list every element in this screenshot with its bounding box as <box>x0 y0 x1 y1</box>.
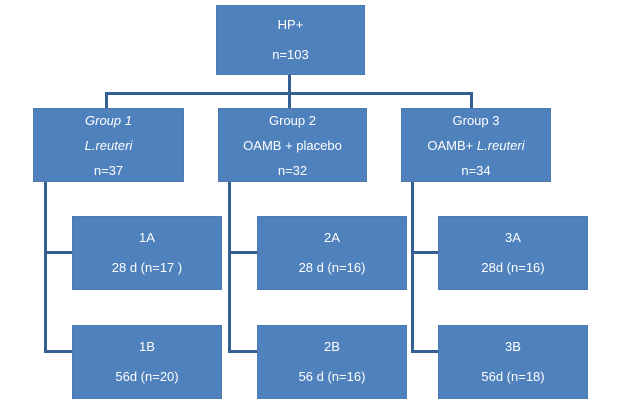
group-3-name: Group 3 <box>452 112 500 128</box>
subgroup-2a-detail: 28 d (n=16) <box>298 260 366 275</box>
node-group-3: Group 3 OAMB+ L.reuteri n=34 <box>401 108 551 182</box>
connector-root-stub <box>288 75 291 94</box>
group-1-treatment: L.reuteri <box>85 133 133 158</box>
connector-group2-to-2a <box>228 251 257 254</box>
node-subgroup-1b: 1B 56d (n=20) <box>72 325 222 399</box>
node-subgroup-3b: 3B 56d (n=18) <box>438 325 588 399</box>
subgroup-3b-detail: 56d (n=18) <box>481 369 545 384</box>
connector-group1-to-1b <box>44 350 72 353</box>
node-subgroup-1a: 1A 28 d (n=17 ) <box>72 216 222 290</box>
connector-group3-to-3b <box>411 350 438 353</box>
connector-drop-group-2 <box>288 92 291 108</box>
node-subgroup-2a: 2A 28 d (n=16) <box>257 216 407 290</box>
group-2-treatment: OAMB + placebo <box>243 133 342 158</box>
group-1-name: Group 1 <box>85 112 132 128</box>
group-3-treatment: OAMB+ L.reuteri <box>427 133 524 158</box>
node-hp-title: HP+ <box>277 17 304 32</box>
connector-group3-vertical <box>411 182 414 353</box>
node-hp-n: n=103 <box>272 47 309 62</box>
group-3-treatment-italic: L.reuteri <box>476 137 525 153</box>
subgroup-3a-detail: 28d (n=16) <box>481 260 545 275</box>
connector-group3-to-3a <box>411 251 438 254</box>
node-hp-root: HP+ n=103 <box>216 5 365 75</box>
subgroup-1b-detail: 56d (n=20) <box>115 369 179 384</box>
group-1-n: n=37 <box>93 162 124 178</box>
subgroup-2b-label: 2B <box>324 339 340 354</box>
subgroup-1a-label: 1A <box>139 230 155 245</box>
connector-group2-to-2b <box>228 350 257 353</box>
connector-drop-group-3 <box>470 92 473 108</box>
subgroup-1b-label: 1B <box>139 339 155 354</box>
group-1-treatment-italic: L.reuteri <box>84 137 133 153</box>
subgroup-1a-detail: 28 d (n=17 ) <box>111 260 183 275</box>
group-2-n: n=32 <box>277 162 308 178</box>
connector-group2-vertical <box>228 182 231 353</box>
group-2-name: Group 2 <box>269 112 316 128</box>
subgroup-3b-label: 3B <box>505 339 521 354</box>
node-subgroup-3a: 3A 28d (n=16) <box>438 216 588 290</box>
connector-group1-to-1a <box>44 251 72 254</box>
group-3-n: n=34 <box>461 162 491 178</box>
group-2-treatment-regular: OAMB + placebo <box>243 137 342 153</box>
connector-drop-group-1 <box>105 92 108 108</box>
subgroup-2a-label: 2A <box>324 230 340 245</box>
subgroup-3a-label: 3A <box>505 230 521 245</box>
subgroup-2b-detail: 56 d (n=16) <box>298 369 366 384</box>
group-3-treatment-regular: OAMB+ <box>427 137 477 153</box>
connector-group1-vertical <box>44 182 47 353</box>
node-group-2: Group 2 OAMB + placebo n=32 <box>218 108 367 182</box>
node-group-1: Group 1 L.reuteri n=37 <box>33 108 184 182</box>
node-subgroup-2b: 2B 56 d (n=16) <box>257 325 407 399</box>
